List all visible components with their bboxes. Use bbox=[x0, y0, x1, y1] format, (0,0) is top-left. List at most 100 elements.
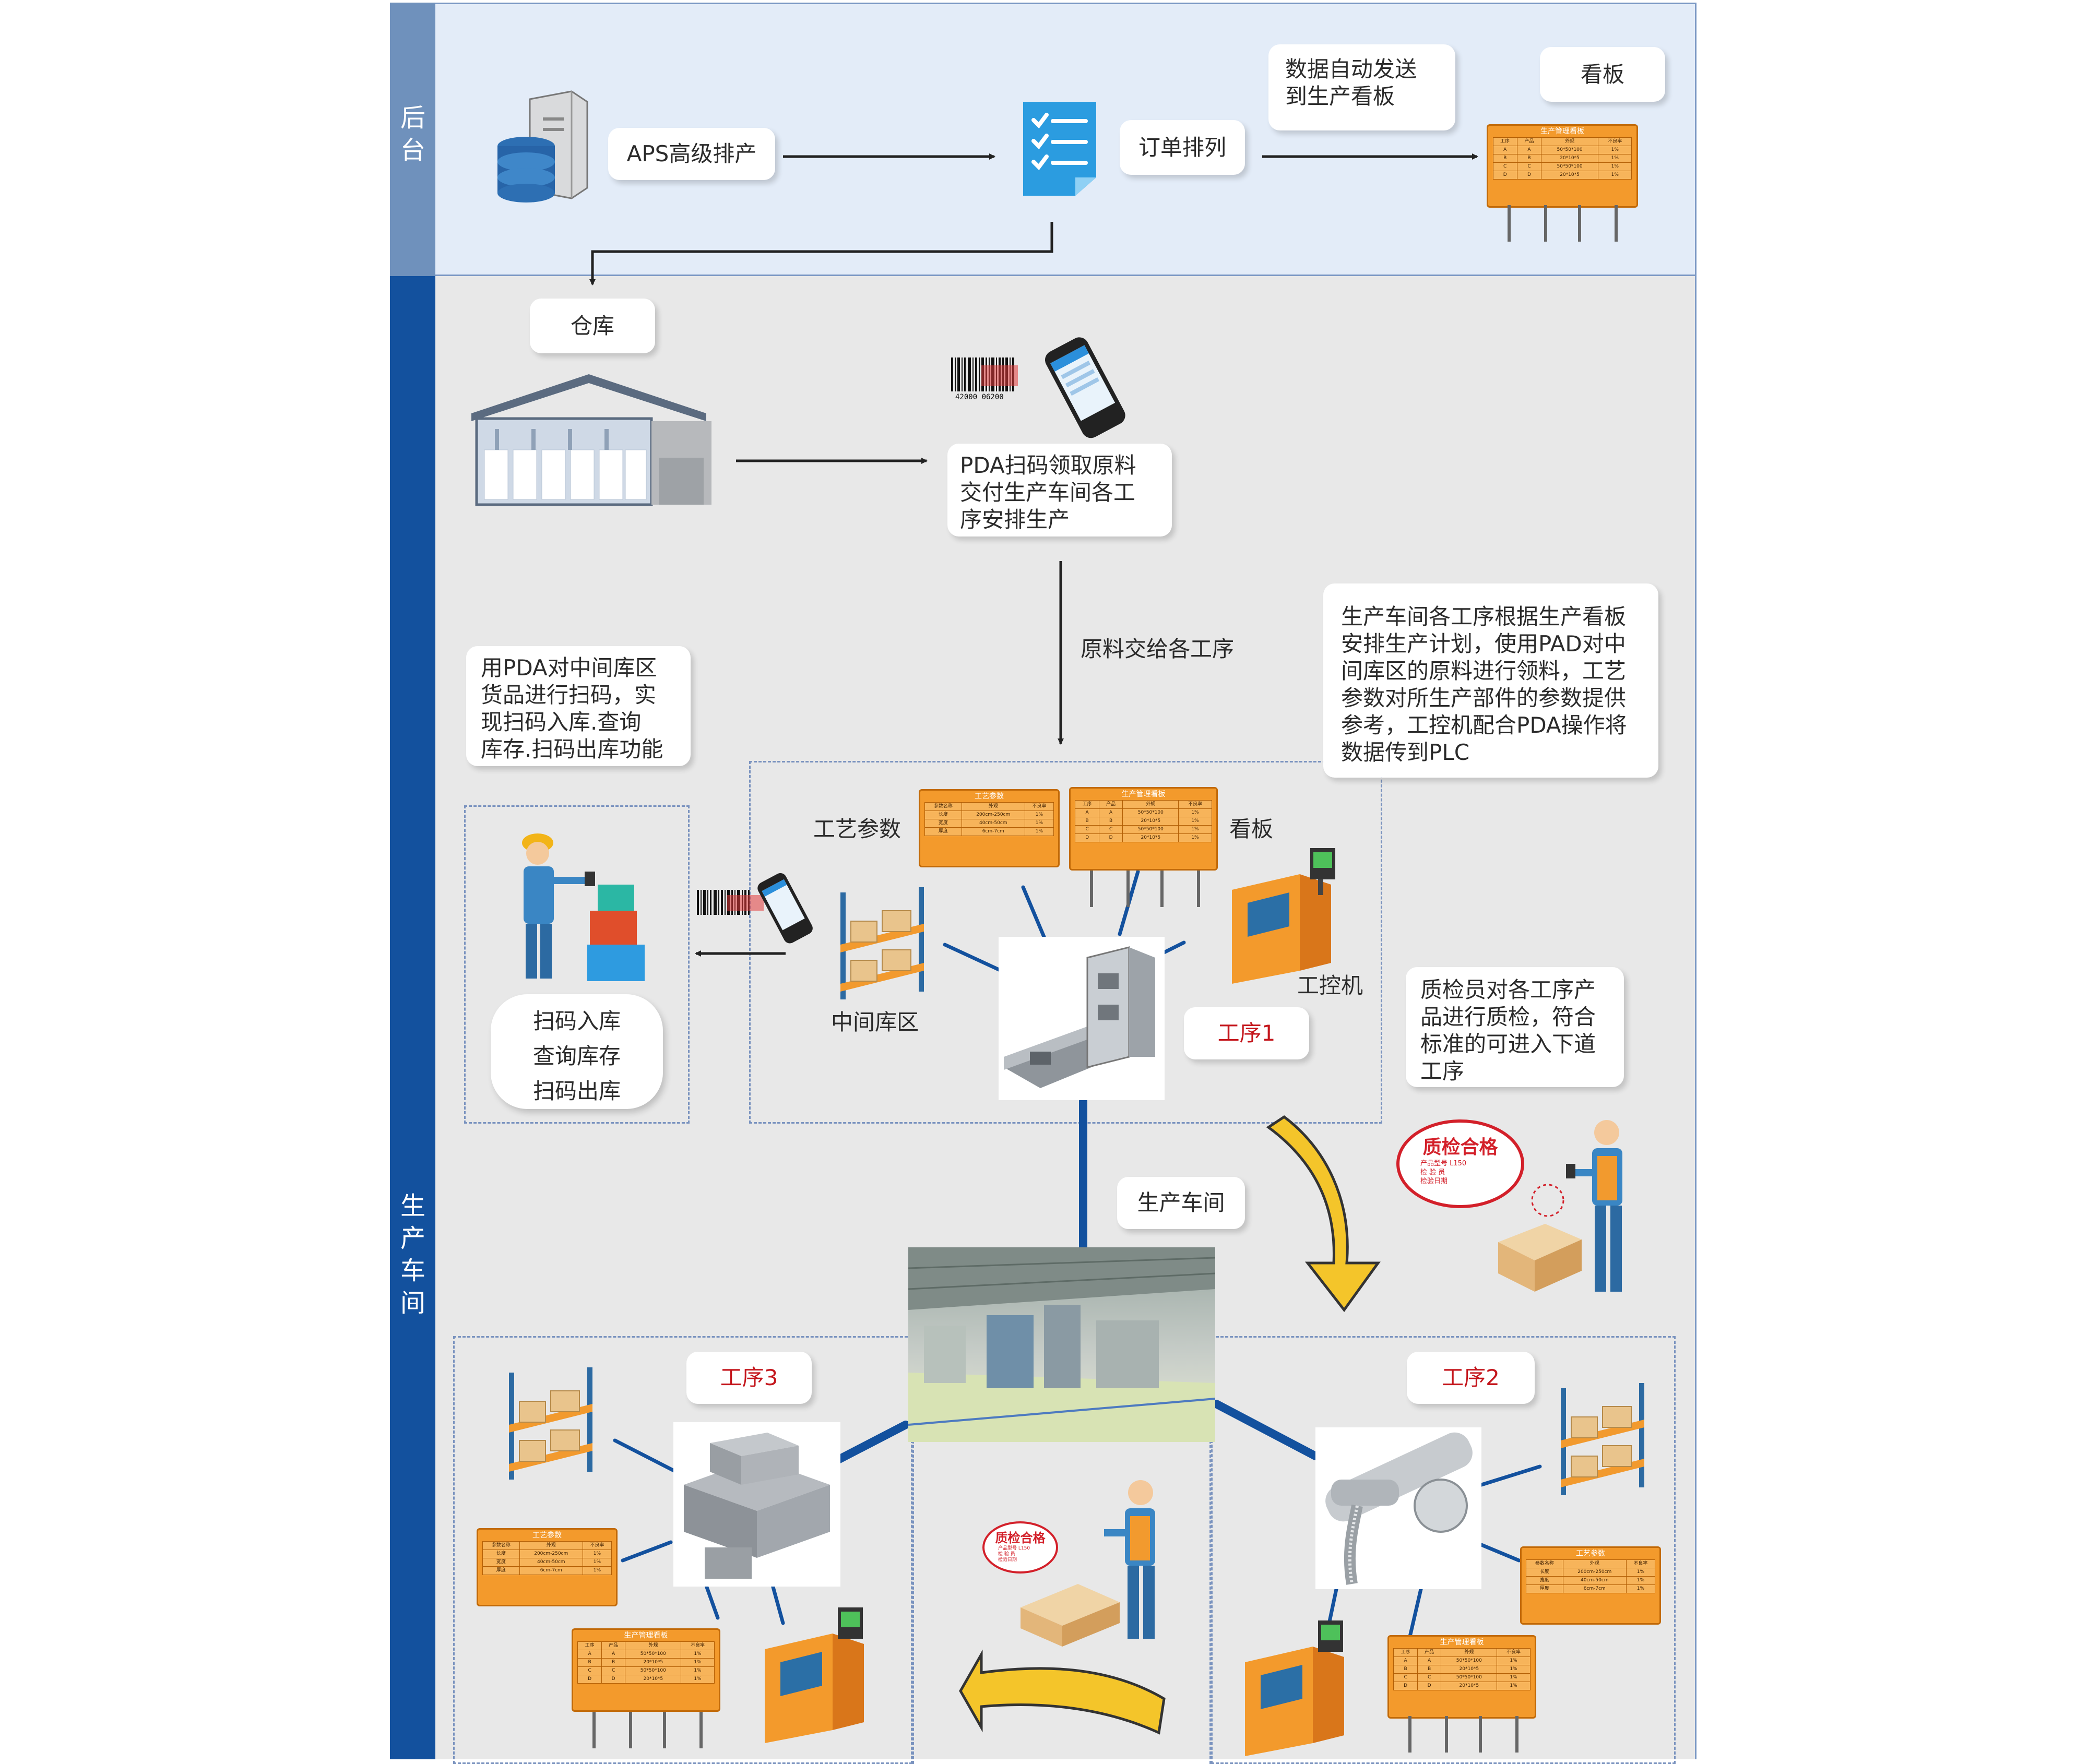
table-cell: 200cm-250cm bbox=[961, 811, 1025, 819]
warehouse-bubble: 仓库 bbox=[530, 299, 655, 353]
process2-bubble: 工序2 bbox=[1407, 1352, 1535, 1404]
bracket-part-photo bbox=[999, 937, 1165, 1100]
qc-seal-field: 检验日期 bbox=[1420, 1177, 1448, 1185]
qc-seal-field: 产品型号 L150 bbox=[1420, 1160, 1467, 1167]
intermediate-store-label: 中间库区 bbox=[831, 1009, 919, 1035]
table-cell: 50*50*100 bbox=[625, 1666, 682, 1675]
qc-seal-field: 产品型号 L150 bbox=[998, 1546, 1030, 1551]
table-header-cell: 外规 bbox=[1541, 137, 1598, 146]
qc-box-pallet-icon bbox=[1021, 1480, 1155, 1647]
table-cell: 长度 bbox=[924, 811, 962, 819]
table-cell: D bbox=[1098, 833, 1123, 842]
table-cell: 1% bbox=[1497, 1673, 1531, 1682]
server-database-icon bbox=[497, 90, 588, 202]
board-title: 生产管理看板 bbox=[1121, 790, 1166, 798]
qc-seal-title: 质检合格 bbox=[1422, 1137, 1498, 1158]
table-cell: 50*50*100 bbox=[1122, 825, 1179, 834]
qc-seal-field: 检验日期 bbox=[998, 1557, 1017, 1563]
table-cell: 40cm-50cm bbox=[1562, 1576, 1627, 1585]
board-title: 工艺参数 bbox=[532, 1531, 562, 1540]
table-header-cell: 不良率 bbox=[1497, 1648, 1531, 1657]
workshop-center-group bbox=[912, 1440, 1211, 1764]
table-cell: 50*50*100 bbox=[1541, 162, 1598, 171]
table-cell: 厚度 bbox=[1525, 1584, 1563, 1593]
table-cell: 1% bbox=[582, 1550, 612, 1558]
table-cell: D bbox=[1393, 1682, 1418, 1690]
shelf-icon bbox=[509, 1367, 592, 1480]
barcode-number: 42000 06200 bbox=[955, 393, 1004, 401]
board-title: 生产管理看板 bbox=[624, 1631, 668, 1640]
shelf-icon bbox=[1561, 1383, 1644, 1495]
scan-out-item: 扫码出库 bbox=[532, 1078, 621, 1104]
workshop-bubble: 生产车间 bbox=[1117, 1177, 1245, 1229]
kanban-label: 看板 bbox=[1229, 816, 1274, 842]
table-header-cell: 外观 bbox=[519, 1541, 583, 1550]
table-cell: 1% bbox=[1178, 808, 1212, 817]
table-header-cell: 参数名称 bbox=[482, 1541, 520, 1550]
barcode-icon bbox=[697, 890, 764, 915]
table-header-cell: 不良率 bbox=[681, 1641, 715, 1650]
table-cell: 1% bbox=[1626, 1576, 1656, 1585]
table-cell: 200cm-250cm bbox=[519, 1550, 583, 1558]
table-cell: D bbox=[1516, 171, 1542, 180]
table-cell: 1% bbox=[1024, 819, 1054, 828]
table-cell: 1% bbox=[681, 1658, 715, 1667]
table-header-cell: 外观 bbox=[961, 802, 1025, 811]
table-cell: 1% bbox=[1178, 825, 1212, 834]
qc-seal-field: 检 验 员 bbox=[1420, 1169, 1445, 1176]
table-cell: C bbox=[1098, 825, 1123, 834]
table-cell: 40cm-50cm bbox=[961, 819, 1025, 828]
table-header-cell: 外观 bbox=[1562, 1559, 1627, 1568]
table-cell: 1% bbox=[1597, 171, 1632, 180]
checklist-icon bbox=[1023, 102, 1096, 196]
table-cell: C bbox=[1393, 1673, 1418, 1682]
table-cell: 20*10*5 bbox=[625, 1675, 682, 1684]
table-header-cell: 产品 bbox=[601, 1641, 626, 1650]
table-cell: B bbox=[1417, 1665, 1442, 1674]
table-header-cell: 不良率 bbox=[1597, 137, 1632, 146]
table-header-cell: 不良率 bbox=[1178, 800, 1212, 809]
table-cell: 20*10*5 bbox=[1441, 1682, 1498, 1690]
table-cell: 50*50*100 bbox=[1441, 1656, 1498, 1665]
table-header-cell: 工序 bbox=[1393, 1648, 1418, 1657]
table-header-cell: 外规 bbox=[1122, 800, 1179, 809]
factory-photo bbox=[908, 1247, 1215, 1442]
industrial-pc-icon bbox=[1232, 848, 1335, 984]
mold-part-icon bbox=[684, 1433, 830, 1579]
table-cell: 6cm-7cm bbox=[519, 1566, 583, 1575]
table-cell: 1% bbox=[1626, 1584, 1656, 1593]
table-cell: A bbox=[1098, 808, 1123, 817]
ipc-label: 工控机 bbox=[1297, 973, 1363, 998]
table-cell: 20*10*5 bbox=[1541, 171, 1598, 180]
workshop-lane-bar bbox=[390, 276, 435, 1759]
bracket-part-icon bbox=[1004, 946, 1155, 1088]
board-title: 生产管理看板 bbox=[1440, 1638, 1484, 1647]
table-cell: B bbox=[601, 1658, 626, 1667]
table-cell: 长度 bbox=[482, 1550, 520, 1558]
table-cell: 1% bbox=[1497, 1682, 1531, 1690]
quality-note: 质检员对各工序产 品进行质检，符合 标准的可进入下道 工序 bbox=[1406, 967, 1624, 1087]
table-cell: 50*50*100 bbox=[1122, 808, 1179, 817]
table-cell: 1% bbox=[1024, 827, 1054, 836]
table-cell: 1% bbox=[582, 1566, 612, 1575]
qc-seal-field: 检 验 员 bbox=[998, 1552, 1015, 1557]
process-params-label: 工艺参数 bbox=[813, 816, 901, 842]
table-cell: 6cm-7cm bbox=[1562, 1584, 1627, 1593]
worker-scanner-icon bbox=[522, 833, 645, 981]
